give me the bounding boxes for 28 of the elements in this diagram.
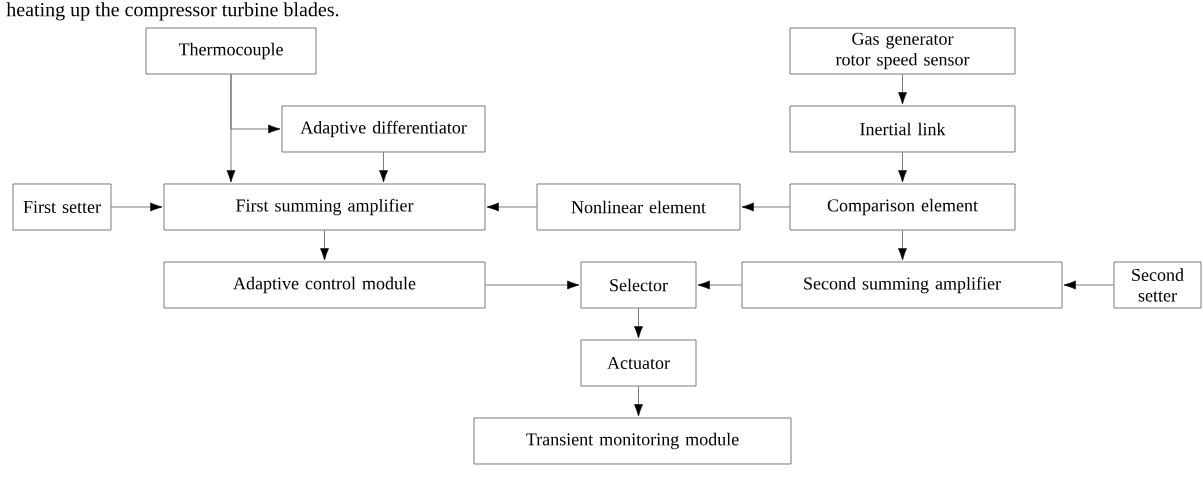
- arrow: [320, 230, 329, 261]
- process-box: First setter: [12, 183, 112, 231]
- process-box: Nonlinear element: [536, 183, 741, 231]
- process-box: Actuator: [580, 339, 697, 387]
- process-box: Transient monitoring module: [473, 417, 792, 465]
- arrow: [898, 230, 907, 261]
- arrow: [230, 74, 281, 134]
- process-box: Adaptive control module: [163, 261, 486, 309]
- process-box: Second summing amplifier: [741, 261, 1063, 309]
- arrow: [634, 308, 643, 339]
- process-box: Selector: [580, 261, 697, 309]
- process-box: Second setter: [1113, 261, 1202, 309]
- arrow: [634, 386, 643, 417]
- process-box: Thermocouple: [145, 27, 317, 75]
- process-box: Adaptive differentiator: [281, 105, 486, 153]
- process-box: Inertial link: [789, 105, 1016, 153]
- process-box: Gas generator rotor speed sensor: [789, 27, 1016, 75]
- arrow: [1063, 280, 1114, 290]
- arrow: [485, 280, 580, 290]
- arrow: [898, 152, 907, 183]
- arrow: [486, 202, 537, 212]
- arrow: [741, 202, 790, 212]
- arrow: [111, 202, 163, 212]
- arrow: [697, 280, 742, 290]
- arrow: [379, 152, 388, 183]
- arrow: [898, 74, 907, 105]
- process-box: First summing amplifier: [163, 183, 486, 231]
- process-box: Comparison element: [789, 183, 1016, 231]
